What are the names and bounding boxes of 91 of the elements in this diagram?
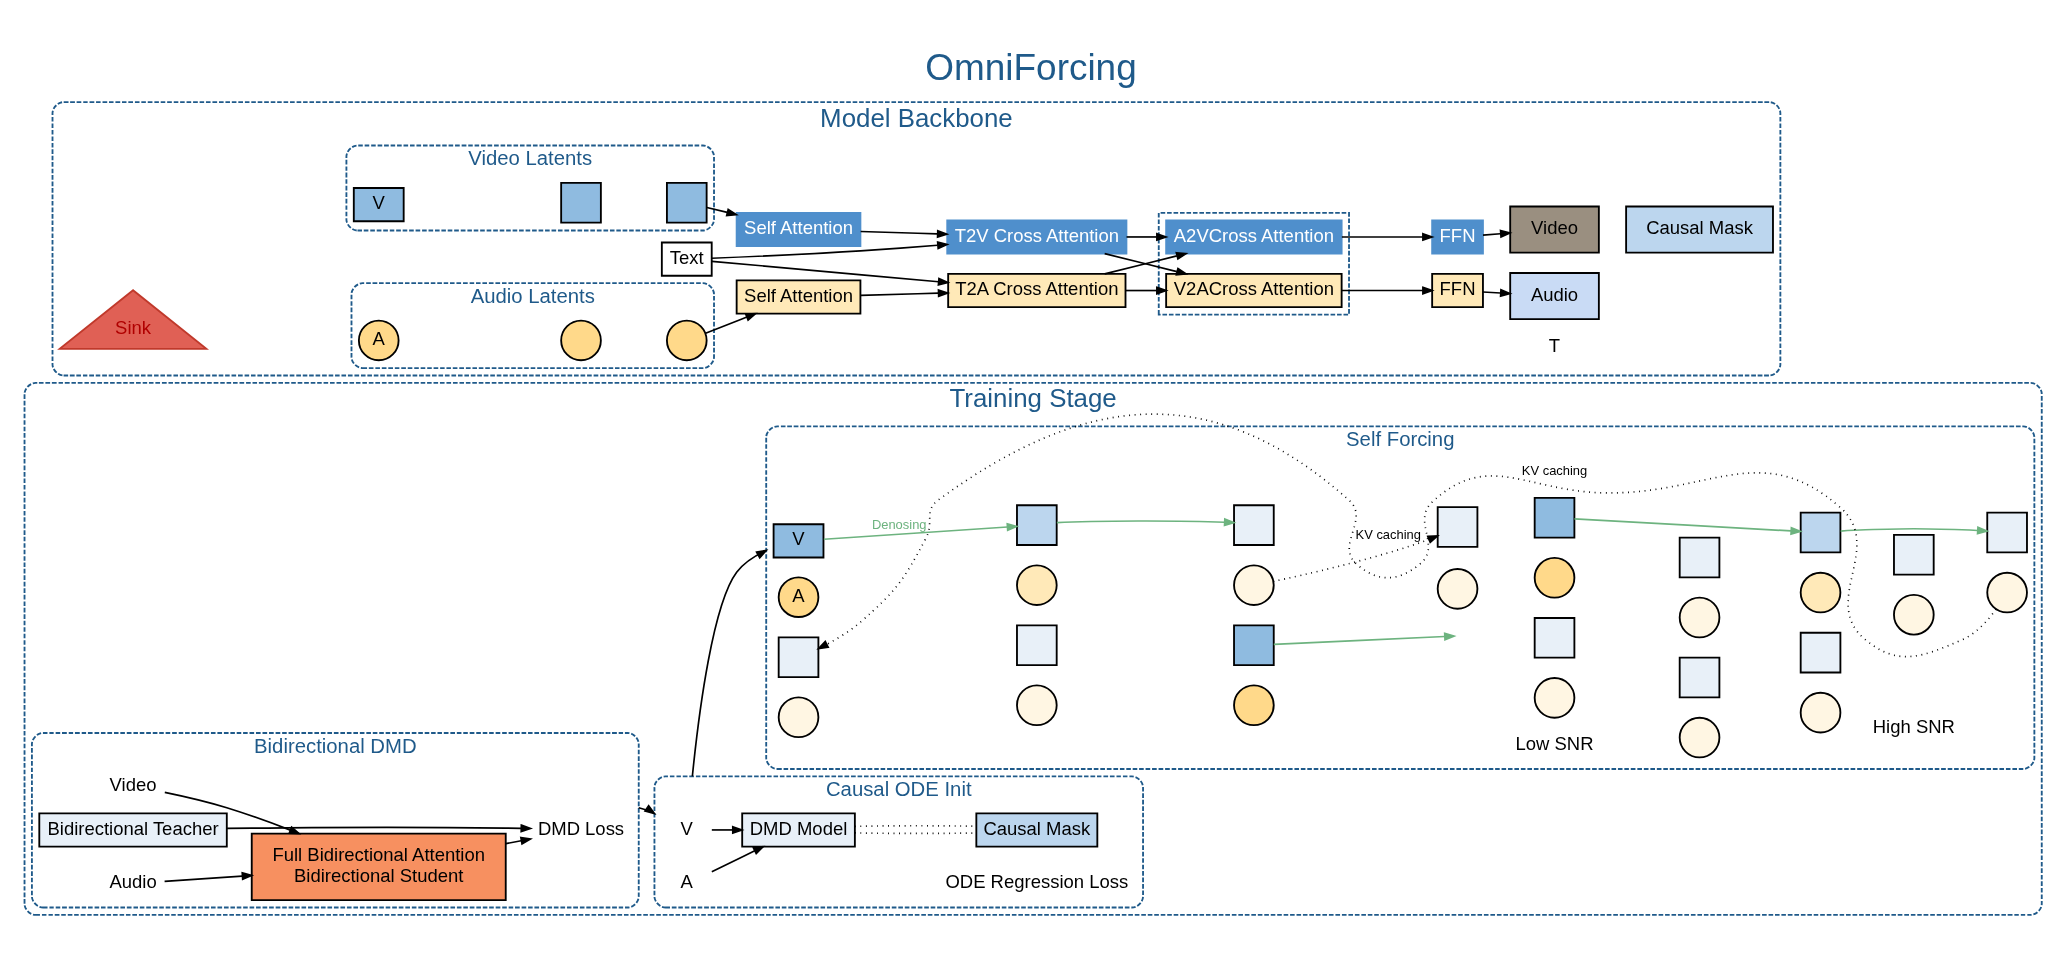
node-circle xyxy=(1892,593,1935,636)
arrow xyxy=(1839,526,1989,535)
node-box xyxy=(665,182,708,224)
node-box: A2VCross Attention xyxy=(1164,219,1343,255)
node-box xyxy=(1678,536,1720,579)
arrow xyxy=(1124,286,1169,295)
node-text: A xyxy=(680,871,693,893)
node-box xyxy=(777,636,819,678)
node-circle xyxy=(1985,571,2028,614)
arrow xyxy=(1272,534,1440,583)
arrow xyxy=(710,240,950,260)
node-box xyxy=(1799,511,1841,554)
node-text: DMD Loss xyxy=(537,817,624,839)
diagram-title: OmniForcing xyxy=(924,46,1137,88)
node-box: V2ACross Attention xyxy=(1164,273,1343,309)
node-text: V xyxy=(680,817,693,839)
node-circle xyxy=(1799,691,1841,734)
node-circle xyxy=(1232,564,1275,606)
node-box: Audio xyxy=(1508,272,1600,321)
arrow xyxy=(1055,517,1236,527)
node-box: Video xyxy=(1508,205,1600,254)
label: Low SNR xyxy=(1515,732,1594,754)
arrow xyxy=(163,791,301,835)
node-box: T2V Cross Attention xyxy=(945,219,1127,255)
node-box xyxy=(1533,496,1575,539)
node-text: ODE Regression Loss xyxy=(944,871,1128,893)
arrow xyxy=(710,260,950,287)
node-box: FFN xyxy=(1430,219,1484,255)
node-circle xyxy=(1015,684,1058,727)
node-box xyxy=(1015,624,1058,666)
node-circle xyxy=(1799,571,1841,614)
node-circle xyxy=(665,319,708,362)
node-box: Text xyxy=(660,241,713,277)
node-box xyxy=(1678,656,1720,699)
node-circle xyxy=(1436,568,1478,610)
arrow xyxy=(704,312,758,335)
node-box xyxy=(1015,504,1058,546)
node-box xyxy=(1533,617,1575,659)
arrow xyxy=(504,836,533,846)
node-circle xyxy=(1232,684,1275,727)
arrow xyxy=(859,288,950,298)
node-box xyxy=(1436,506,1478,548)
arrow xyxy=(163,871,254,883)
node-box: Self Attention xyxy=(735,212,861,248)
arrow xyxy=(822,522,1019,541)
arrow xyxy=(815,413,1997,658)
arrow xyxy=(705,206,739,217)
node-text: Audio xyxy=(108,871,157,893)
arrow xyxy=(1481,288,1512,298)
arrow xyxy=(710,825,745,835)
node-box: Causal Mask xyxy=(974,812,1098,848)
arrow xyxy=(1125,232,1169,242)
arrow xyxy=(225,823,533,833)
node-box: Self Attention xyxy=(735,279,861,315)
node-box: V xyxy=(772,523,824,559)
node-circle xyxy=(777,696,819,739)
node-box xyxy=(1985,511,2028,554)
node-box: Causal Mask xyxy=(1624,205,1774,254)
node-circle xyxy=(1678,716,1720,759)
node-circle: A xyxy=(357,319,400,362)
node-box xyxy=(1799,631,1841,674)
node-circle xyxy=(1533,677,1575,719)
arrow xyxy=(1481,229,1512,239)
node-box: Full Bidirectional Attention Bidirectional Student xyxy=(250,832,507,902)
node-box: Bidirectional Teacher xyxy=(37,812,228,848)
node-box: FFN xyxy=(1430,273,1484,309)
arrow xyxy=(1272,632,1457,646)
arrow xyxy=(710,845,765,873)
arrow xyxy=(1340,232,1435,242)
edge-label: KV caching xyxy=(1521,462,1587,478)
node-circle xyxy=(1678,596,1720,639)
node-box: V xyxy=(352,187,405,223)
edge-label: KV caching xyxy=(1355,527,1421,543)
arrow xyxy=(859,229,949,239)
arrow xyxy=(691,549,768,778)
node-circle: A xyxy=(777,576,819,618)
node-box: T2A Cross Attention xyxy=(946,273,1126,309)
node-text: Video xyxy=(109,774,156,796)
arrow xyxy=(1340,286,1435,295)
edge-label: Denosing xyxy=(871,517,927,533)
label: High SNR xyxy=(1872,715,1955,737)
node-box xyxy=(559,182,602,224)
node-box xyxy=(1232,624,1275,666)
label: T xyxy=(1548,335,1560,357)
node-circle xyxy=(1533,557,1575,599)
arrow xyxy=(1573,517,1803,536)
node-circle xyxy=(1015,564,1058,606)
node-box xyxy=(1232,504,1275,546)
node-box: DMD Model xyxy=(740,812,856,848)
node-box xyxy=(1892,533,1935,576)
node-circle xyxy=(559,319,602,362)
